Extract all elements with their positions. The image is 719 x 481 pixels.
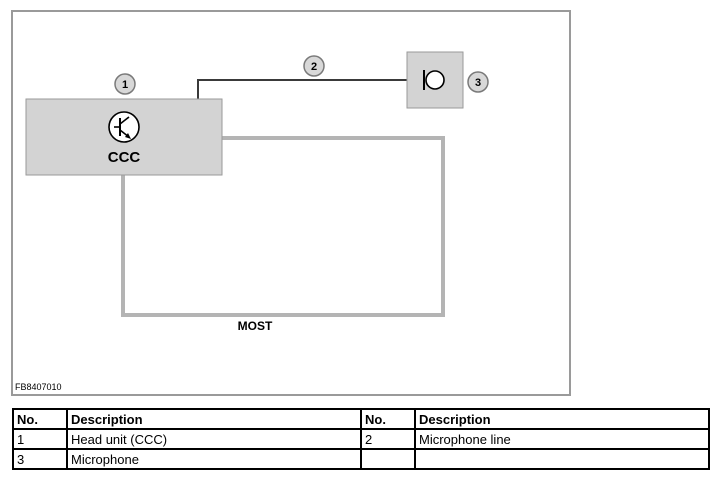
most-bus-label: MOST (238, 319, 273, 333)
callout-3: 3 (467, 71, 489, 93)
most-bus-line (121, 136, 445, 317)
legend-row: 1 Head unit (CCC) 2 Microphone line (12, 428, 710, 450)
microphone-icon (423, 70, 445, 90)
legend-header-description-2: Description (414, 408, 710, 430)
callout-3-text: 3 (475, 77, 481, 89)
legend-header-no-2: No. (360, 408, 416, 430)
legend-cell (360, 448, 416, 470)
microphone-line (197, 79, 407, 99)
head-unit-label: CCC (108, 149, 141, 166)
figure-code: FB8407010 (15, 382, 62, 392)
callout-2: 2 (303, 55, 325, 77)
transistor-icon (108, 111, 140, 143)
legend-cell: Microphone line (414, 428, 710, 450)
wiring-diagram: CCC 1 2 3 MOST FB8407010 (11, 10, 571, 396)
legend-cell: 3 (12, 448, 68, 470)
legend-cell: 2 (360, 428, 416, 450)
legend-header-no-1: No. (12, 408, 68, 430)
legend-header-row: No. Description No. Description (12, 408, 710, 430)
diagram-frame (11, 10, 571, 396)
legend-table: No. Description No. Description 1 Head u… (12, 408, 710, 470)
legend-header-description-1: Description (66, 408, 362, 430)
callout-1: 1 (114, 73, 136, 95)
legend-cell (414, 448, 710, 470)
callout-2-text: 2 (311, 61, 317, 73)
legend-cell: 1 (12, 428, 68, 450)
legend-row: 3 Microphone (12, 448, 710, 470)
legend-cell: Head unit (CCC) (66, 428, 362, 450)
callout-1-text: 1 (122, 79, 128, 91)
legend-cell: Microphone (66, 448, 362, 470)
